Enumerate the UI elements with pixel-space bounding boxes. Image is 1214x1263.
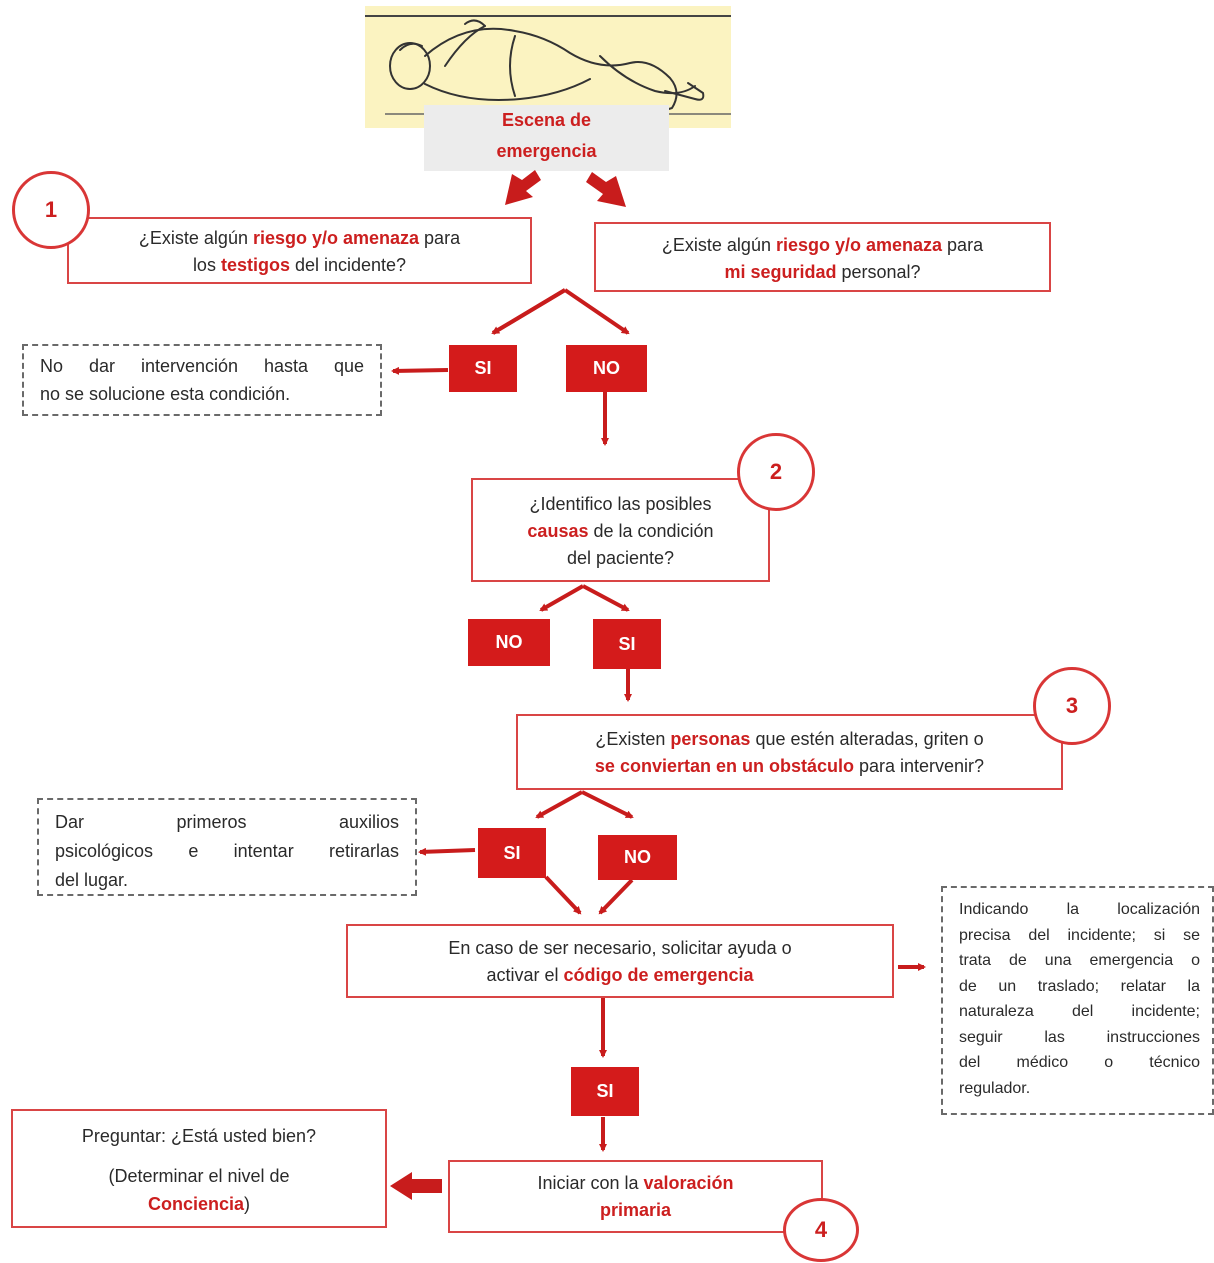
- highlight-my-safety: mi seguridad: [724, 262, 837, 282]
- note-location: Indicando la localización precisa del in…: [941, 886, 1214, 1115]
- arrow-no-to-help: [598, 878, 634, 915]
- fork-1: [491, 288, 628, 333]
- highlight-causes: causas: [527, 521, 589, 541]
- action-ask-patient: Preguntar: ¿Está usted bien? (Determinar…: [11, 1109, 387, 1228]
- fork-2: [539, 584, 584, 612]
- answer-si-2: SI: [593, 619, 661, 669]
- fork-3: [535, 790, 583, 819]
- arrow-si-to-help: [544, 875, 582, 915]
- arrow-scene-right: [586, 172, 626, 207]
- action-primary-assessment: Iniciar con la valoración primaria: [448, 1160, 823, 1233]
- arrow-scene-left: [505, 170, 541, 205]
- step-number-1: 1: [12, 171, 90, 249]
- answer-si-1: SI: [449, 345, 517, 392]
- highlight-risk: riesgo y/o amenaza: [252, 228, 420, 248]
- step-number-2: 2: [737, 433, 815, 511]
- step-number-3: 3: [1033, 667, 1111, 745]
- highlight-consciousness: Conciencia: [147, 1194, 245, 1214]
- note-first-aid: Dar primeros auxilios psicológicos e int…: [37, 798, 417, 896]
- highlight-persons: personas: [670, 729, 751, 749]
- scene-label-line2: emergencia: [496, 141, 597, 161]
- highlight-valoracion: valoración: [643, 1173, 734, 1193]
- answer-si-4: SI: [571, 1067, 639, 1116]
- answer-no-3: NO: [598, 835, 677, 880]
- note-no-intervention: No dar intervención hasta que no se solu…: [22, 344, 382, 416]
- highlight-risk: riesgo y/o amenaza: [775, 235, 943, 255]
- step-number-4: 4: [783, 1198, 859, 1262]
- action-request-help: En caso de ser necesario, solicitar ayud…: [346, 924, 894, 998]
- scene-label-line1: Escena de: [501, 110, 592, 130]
- arrow-to-first-aid: [418, 847, 476, 856]
- highlight-emergency-code: código de emergencia: [563, 965, 754, 985]
- answer-si-3: SI: [478, 828, 546, 878]
- question-persons: ¿Existen personas que estén alteradas, g…: [516, 714, 1063, 790]
- question-risk-personal: ¿Existe algún riesgo y/o amenaza para mi…: [594, 222, 1051, 292]
- question-risk-witnesses: ¿Existe algún riesgo y/o amenaza para lo…: [67, 217, 532, 284]
- answer-no-2: NO: [468, 619, 550, 666]
- highlight-primaria: primaria: [599, 1200, 672, 1220]
- arrow-to-no-intervention: [391, 366, 449, 375]
- question-causes: ¿Identifico las posibles causas de la co…: [471, 478, 770, 582]
- thick-arrow-to-ask: [390, 1172, 442, 1200]
- scene-label: Escena de emergencia: [424, 105, 669, 171]
- highlight-obstacle: se conviertan en un obstáculo: [594, 756, 854, 776]
- highlight-witnesses: testigos: [220, 255, 290, 275]
- answer-no-1: NO: [566, 345, 647, 392]
